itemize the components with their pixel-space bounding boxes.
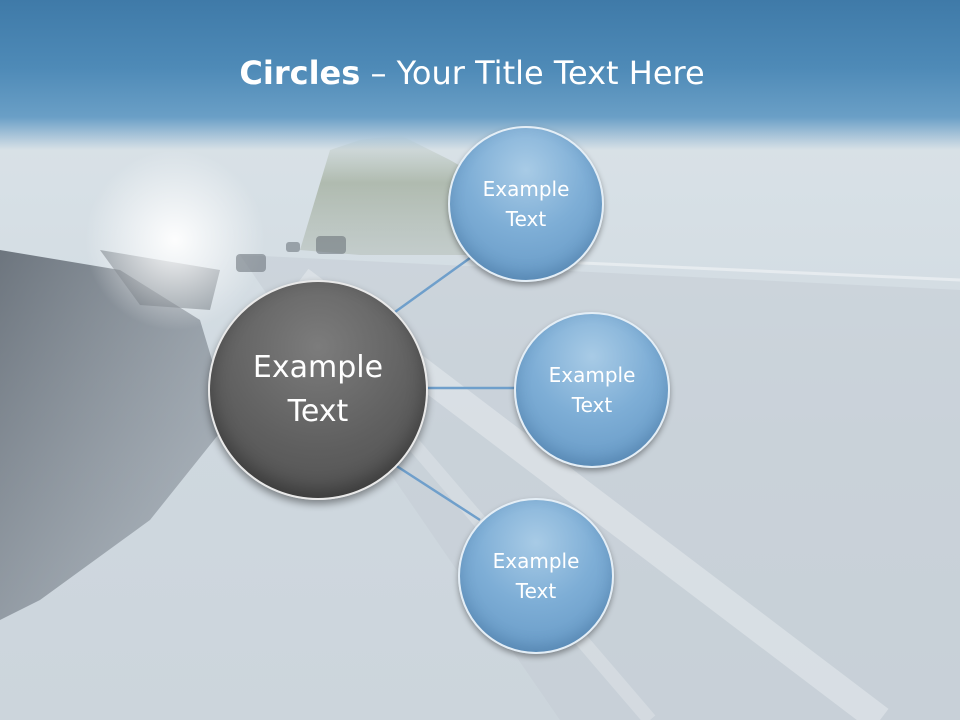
satellite-label-line1: Example xyxy=(482,177,570,201)
connector-bottom xyxy=(394,463,481,522)
slide-title: Circles – Your Title Text Here xyxy=(0,54,944,92)
satellite-circle-middle[interactable]: Example Text xyxy=(514,312,670,468)
center-circle[interactable]: Example Text xyxy=(208,280,428,500)
header-band xyxy=(0,0,960,150)
satellite-label-line2: Text xyxy=(505,207,547,231)
center-label-line2: Text xyxy=(287,394,349,429)
satellite-label-line1: Example xyxy=(548,363,636,387)
satellite-label-line2: Text xyxy=(571,393,613,417)
connector-top xyxy=(394,256,471,314)
satellite-circle-bottom[interactable]: Example Text xyxy=(458,498,614,654)
satellite-label-line2: Text xyxy=(515,579,557,603)
title-rest: Your Title Text Here xyxy=(396,54,705,92)
center-label-line1: Example xyxy=(252,350,384,385)
satellite-label-line1: Example xyxy=(492,549,580,573)
title-bold: Circles xyxy=(239,54,361,92)
satellite-circle-top[interactable]: Example Text xyxy=(448,126,604,282)
title-dash: – xyxy=(360,54,397,92)
